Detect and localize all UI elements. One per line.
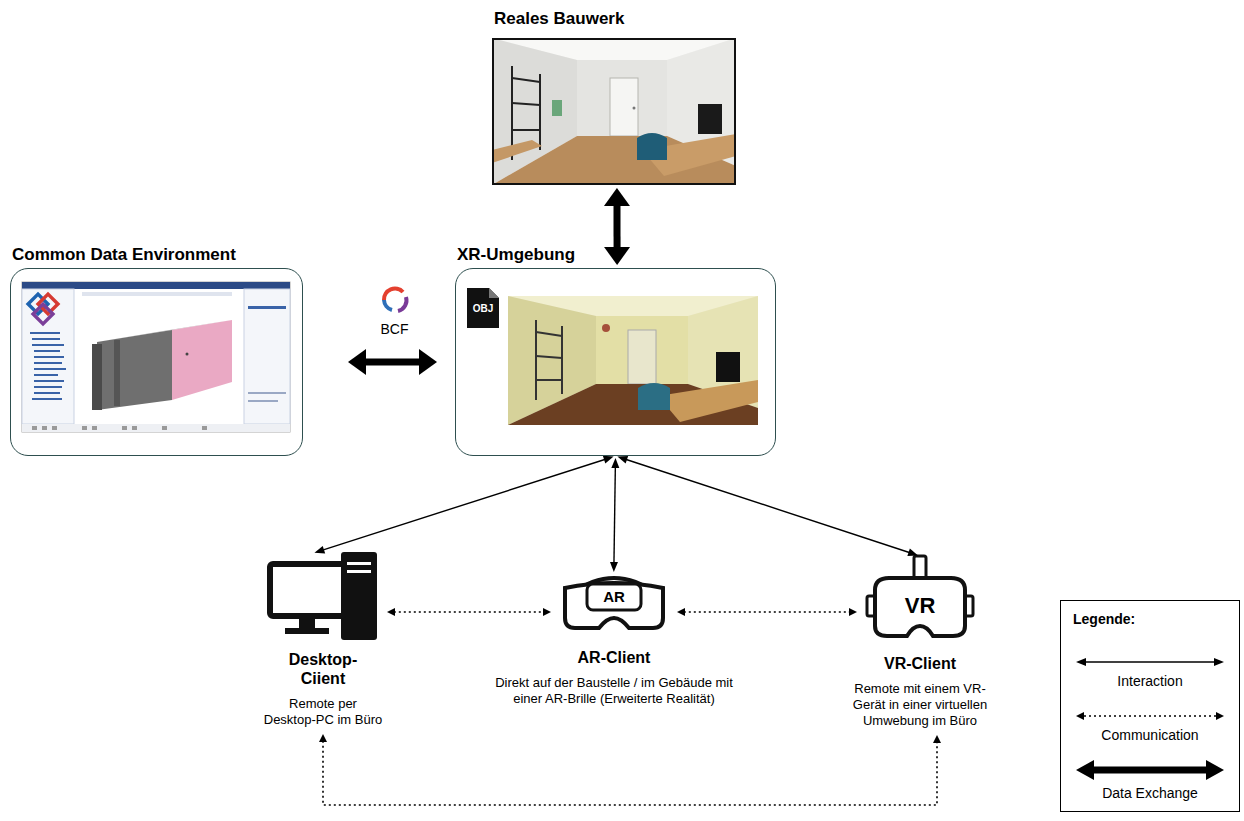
arrow-head <box>907 548 918 556</box>
arrow-head <box>604 247 630 265</box>
diagram-node: Desktop- CiientRemote per Desktop-PC im … <box>258 550 388 728</box>
client-title: VR-Client <box>835 654 1005 673</box>
legend-text: Communication <box>1061 727 1239 744</box>
connector <box>617 456 918 556</box>
diagram-node: VR VR-ClientRemote mit einem VR- Gerät in… <box>835 556 1005 729</box>
client-description: Direkt auf der Baustelle / im Gebäude mi… <box>494 675 734 707</box>
connector <box>677 608 857 616</box>
arrow-head <box>319 734 327 742</box>
connector-line <box>363 359 421 366</box>
arrow-head <box>419 349 437 375</box>
legend-text: Interaction <box>1061 673 1239 690</box>
icon-text: VR <box>865 592 975 620</box>
desktop-icon <box>270 552 377 640</box>
connector-line <box>614 466 615 563</box>
client-icon: VR <box>865 556 975 646</box>
client-icon <box>267 550 379 642</box>
arrow-head <box>617 456 628 464</box>
connector <box>348 349 437 375</box>
bcf-logo <box>384 289 407 311</box>
diagram-node: Reales Bauwerk <box>492 8 736 185</box>
icon-text: AR <box>559 585 669 609</box>
legend-data-exchange-sample <box>1076 760 1224 780</box>
obj-file-icon <box>467 288 499 328</box>
client-title: Desktop- Ciient <box>284 650 362 688</box>
arrow-head <box>933 735 941 743</box>
legend-box: Legende: Interaction Communication Data … <box>1060 600 1240 812</box>
connector-line <box>625 459 910 552</box>
panel-heading: Common Data Environment <box>10 244 236 266</box>
arrow-head <box>387 608 395 616</box>
arrow-head <box>543 608 551 616</box>
connector <box>610 458 619 572</box>
connector-line <box>323 459 606 550</box>
connector <box>314 456 613 554</box>
building-photo <box>492 38 736 185</box>
connector-line <box>394 611 544 613</box>
client-description: Remote mit einem VR- Gerät in einer virt… <box>840 681 1000 729</box>
arrow-head <box>604 188 630 206</box>
client-description: Remote per Desktop-PC im Büro <box>262 696 384 728</box>
file-format-label: OBJ <box>467 303 499 315</box>
cde-screenshot <box>22 282 290 432</box>
arrow-head <box>677 608 685 616</box>
xr-rendering <box>508 296 758 425</box>
connector-line <box>323 741 937 805</box>
legend-interaction-sample <box>1076 658 1224 666</box>
client-title: AR-Client <box>494 648 734 667</box>
legend-communication-sample <box>1076 712 1224 720</box>
connector-line <box>613 203 620 249</box>
panel-frame <box>492 38 736 185</box>
arrow-head <box>610 562 618 572</box>
connector <box>319 734 941 805</box>
diagram-node: XR-Umgebung <box>455 244 776 456</box>
arrow-head <box>603 456 614 464</box>
legend-text: Data Exchange <box>1061 785 1239 802</box>
connector <box>604 188 630 265</box>
edge-label: BCF <box>379 321 411 338</box>
panel-frame <box>10 268 303 456</box>
diagram-node: Common Data Environment <box>10 244 303 456</box>
legend-title: Legende: <box>1073 611 1135 628</box>
panel-heading: Reales Bauwerk <box>492 8 624 30</box>
arrow-head <box>611 458 619 468</box>
diagram-node: AR AR-ClientDirekt auf der Baustelle / im… <box>494 560 734 707</box>
arrow-head <box>849 608 857 616</box>
panel-frame <box>455 268 776 456</box>
connector <box>387 608 551 616</box>
client-icon: AR <box>559 560 669 640</box>
arrow-head <box>314 546 325 554</box>
arrow-head <box>348 349 366 375</box>
panel-heading: XR-Umgebung <box>455 244 575 266</box>
connector-line <box>684 611 850 613</box>
